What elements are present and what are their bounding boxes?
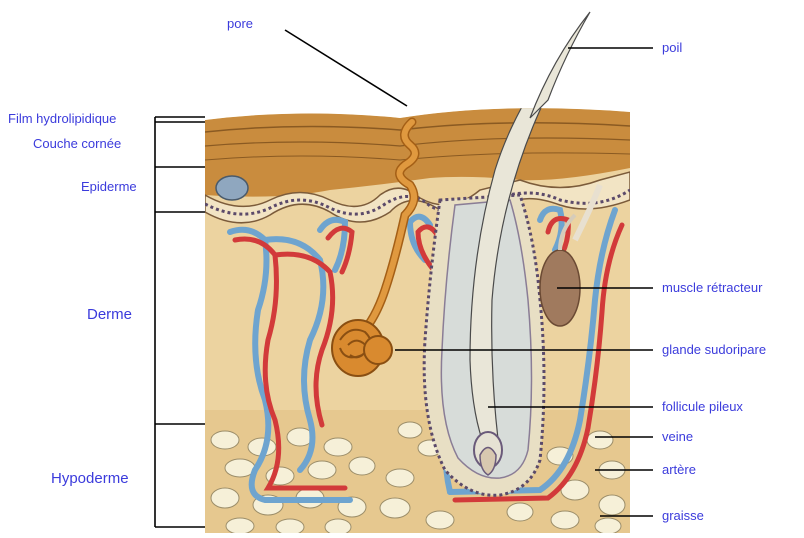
label-couche: Couche cornée xyxy=(33,137,121,150)
tissue-block xyxy=(205,12,635,533)
label-film: Film hydrolipidique xyxy=(8,112,116,125)
label-muscle: muscle rétracteur xyxy=(662,281,762,294)
label-hypoderme: Hypoderme xyxy=(51,471,129,486)
blue-papilla xyxy=(216,176,248,200)
label-glande: glande sudoripare xyxy=(662,343,766,356)
label-veine: veine xyxy=(662,430,693,443)
label-poil: poil xyxy=(662,41,682,54)
label-derme: Derme xyxy=(87,307,132,322)
label-epiderme: Epiderme xyxy=(81,180,137,193)
label-pore: pore xyxy=(227,17,253,30)
label-follicule: follicule pileux xyxy=(662,400,743,413)
label-artere: artère xyxy=(662,463,696,476)
hair-shaft-top xyxy=(530,12,590,118)
label-graisse: graisse xyxy=(662,509,704,522)
